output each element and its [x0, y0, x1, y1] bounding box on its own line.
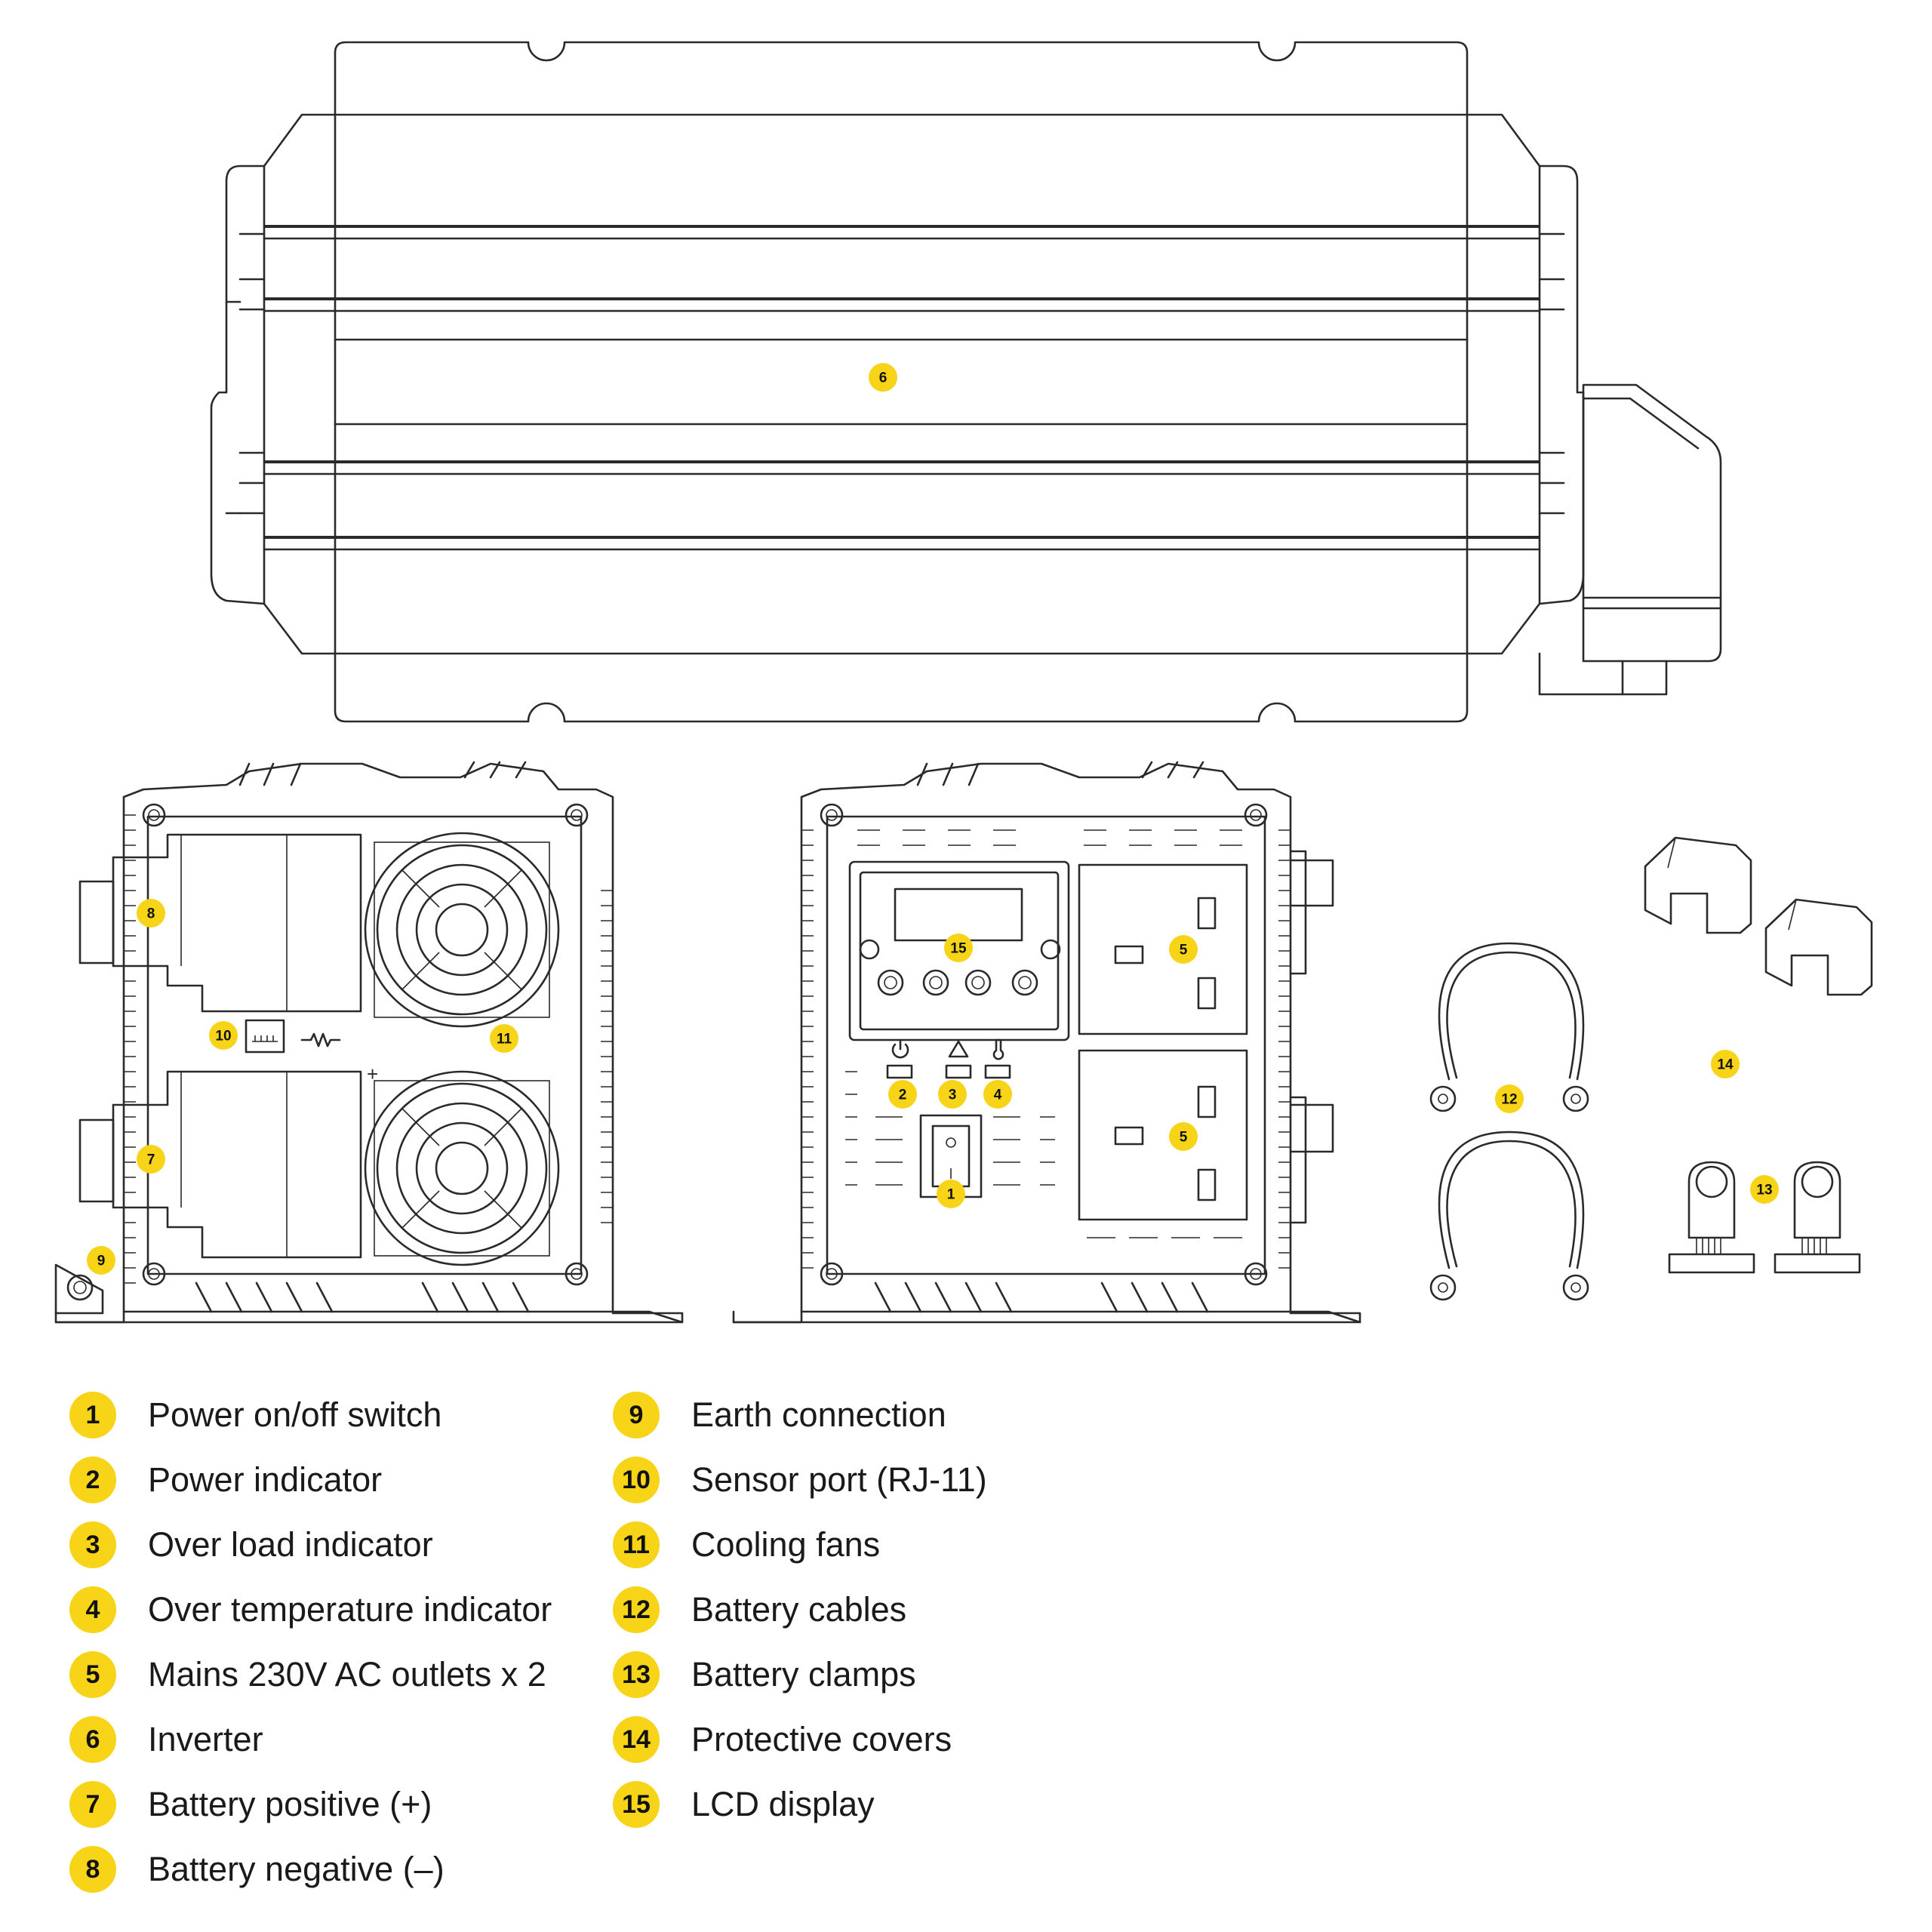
svg-text:5: 5	[1180, 1130, 1188, 1146]
svg-text:9: 9	[97, 1254, 106, 1269]
fuse-icon	[300, 1032, 341, 1048]
legend-item: 9 Earth connection	[613, 1383, 987, 1447]
legend-label: Sensor port (RJ-11)	[691, 1460, 987, 1499]
legend-label: Earth connection	[691, 1395, 946, 1434]
callout-9: 9	[87, 1246, 115, 1275]
callout-15: 15	[944, 934, 973, 962]
callout-2: 2	[888, 1080, 917, 1109]
svg-text:6: 6	[879, 371, 888, 386]
svg-text:12: 12	[1501, 1092, 1517, 1108]
legend-label: Cooling fans	[691, 1525, 881, 1564]
protective-covers	[1644, 836, 1873, 996]
legend-label: Over temperature indicator	[148, 1590, 552, 1629]
callout-4: 4	[983, 1080, 1012, 1109]
legend-item: 14 Protective covers	[613, 1707, 987, 1772]
legend-item: 5 Mains 230V AC outlets x 2	[69, 1642, 552, 1707]
svg-text:14: 14	[1717, 1057, 1734, 1073]
svg-text:1: 1	[947, 1187, 955, 1203]
legend-badge: 7	[69, 1781, 116, 1828]
legend-badge: 3	[69, 1521, 116, 1568]
legend-badge: 15	[613, 1781, 660, 1828]
legend-item: 15 LCD display	[613, 1772, 987, 1837]
legend-item: 10 Sensor port (RJ-11)	[613, 1447, 987, 1512]
ac-outlet-bottom	[1078, 1049, 1248, 1221]
cooling-fan-top	[364, 832, 560, 1028]
callout-10: 10	[209, 1021, 238, 1050]
callout-5-top: 5	[1169, 935, 1198, 964]
legend-badge: 4	[69, 1586, 116, 1633]
legend-label: Inverter	[148, 1720, 263, 1758]
over-temperature-indicator	[984, 1038, 1011, 1079]
callout-13: 13	[1750, 1175, 1779, 1204]
legend-badge: 5	[69, 1651, 116, 1698]
svg-text:15: 15	[950, 941, 967, 957]
legend-label: LCD display	[691, 1785, 875, 1823]
legend-label: Power on/off switch	[148, 1395, 442, 1434]
earth-connection-terminal	[54, 1263, 104, 1315]
svg-text:11: 11	[497, 1032, 512, 1048]
inverter-diagram: +	[54, 41, 1873, 1324]
legend-item: 1 Power on/off switch	[69, 1383, 552, 1447]
callout-12: 12	[1495, 1084, 1524, 1113]
legend-label: Power indicator	[148, 1460, 383, 1499]
svg-text:5: 5	[1180, 943, 1188, 958]
legend-label: Battery clamps	[691, 1655, 916, 1694]
legend-badge: 8	[69, 1846, 116, 1893]
legend-badge: 6	[69, 1716, 116, 1763]
svg-text:10: 10	[215, 1029, 231, 1044]
legend-label: Battery positive (+)	[148, 1785, 432, 1823]
legend-label: Battery negative (–)	[148, 1850, 445, 1888]
callout-5-bottom: 5	[1169, 1122, 1198, 1151]
legend-badge: 11	[613, 1521, 660, 1568]
callout-11: 11	[490, 1024, 518, 1053]
overload-indicator	[945, 1040, 972, 1079]
legend-item: 6 Inverter	[69, 1707, 552, 1772]
legend-item: 8 Battery negative (–)	[69, 1837, 552, 1902]
callout-6: 6	[869, 363, 897, 392]
power-indicator	[886, 1038, 913, 1079]
lcd-screen	[894, 888, 1023, 942]
ac-outlet-top	[1078, 863, 1248, 1035]
cooling-fan-bottom	[364, 1070, 560, 1266]
callout-3: 3	[938, 1080, 967, 1109]
callout-7: 7	[137, 1145, 165, 1174]
callout-1: 1	[937, 1180, 965, 1208]
legend-item: 12 Battery cables	[613, 1577, 987, 1642]
rj11-port-icon	[245, 1019, 285, 1054]
legend-badge: 2	[69, 1457, 116, 1503]
legend-badge: 13	[613, 1651, 660, 1698]
battery-cables	[1429, 942, 1589, 1301]
legend-item: 2 Power indicator	[69, 1447, 552, 1512]
legend-item: 3 Over load indicator	[69, 1512, 552, 1577]
callout-14: 14	[1711, 1050, 1740, 1078]
svg-text:4: 4	[994, 1088, 1002, 1103]
legend-item: 7 Battery positive (+)	[69, 1772, 552, 1837]
battery-clamps	[1668, 1161, 1861, 1274]
legend-badge: 1	[69, 1392, 116, 1438]
svg-text:7: 7	[147, 1152, 155, 1168]
positive-symbol: +	[367, 1063, 378, 1085]
svg-text:3: 3	[949, 1088, 957, 1103]
legend-label: Protective covers	[691, 1720, 952, 1758]
legend-label: Over load indicator	[148, 1525, 433, 1564]
callout-8: 8	[137, 899, 165, 928]
svg-text:8: 8	[147, 906, 155, 922]
inverter-top-view	[210, 41, 1722, 723]
inverter-front-view	[732, 761, 1361, 1324]
inverter-rear-view: +	[54, 761, 684, 1324]
svg-text:2: 2	[899, 1088, 907, 1103]
legend-badge: 10	[613, 1457, 660, 1503]
legend-item: 4 Over temperature indicator	[69, 1577, 552, 1642]
legend-badge: 12	[613, 1586, 660, 1633]
legend-item: 13 Battery clamps	[613, 1642, 987, 1707]
legend-badge: 9	[613, 1392, 660, 1438]
legend-label: Mains 230V AC outlets x 2	[148, 1655, 546, 1694]
svg-text:13: 13	[1756, 1183, 1772, 1198]
legend-badge: 14	[613, 1716, 660, 1763]
legend-label: Battery cables	[691, 1590, 907, 1629]
legend-item: 11 Cooling fans	[613, 1512, 987, 1577]
